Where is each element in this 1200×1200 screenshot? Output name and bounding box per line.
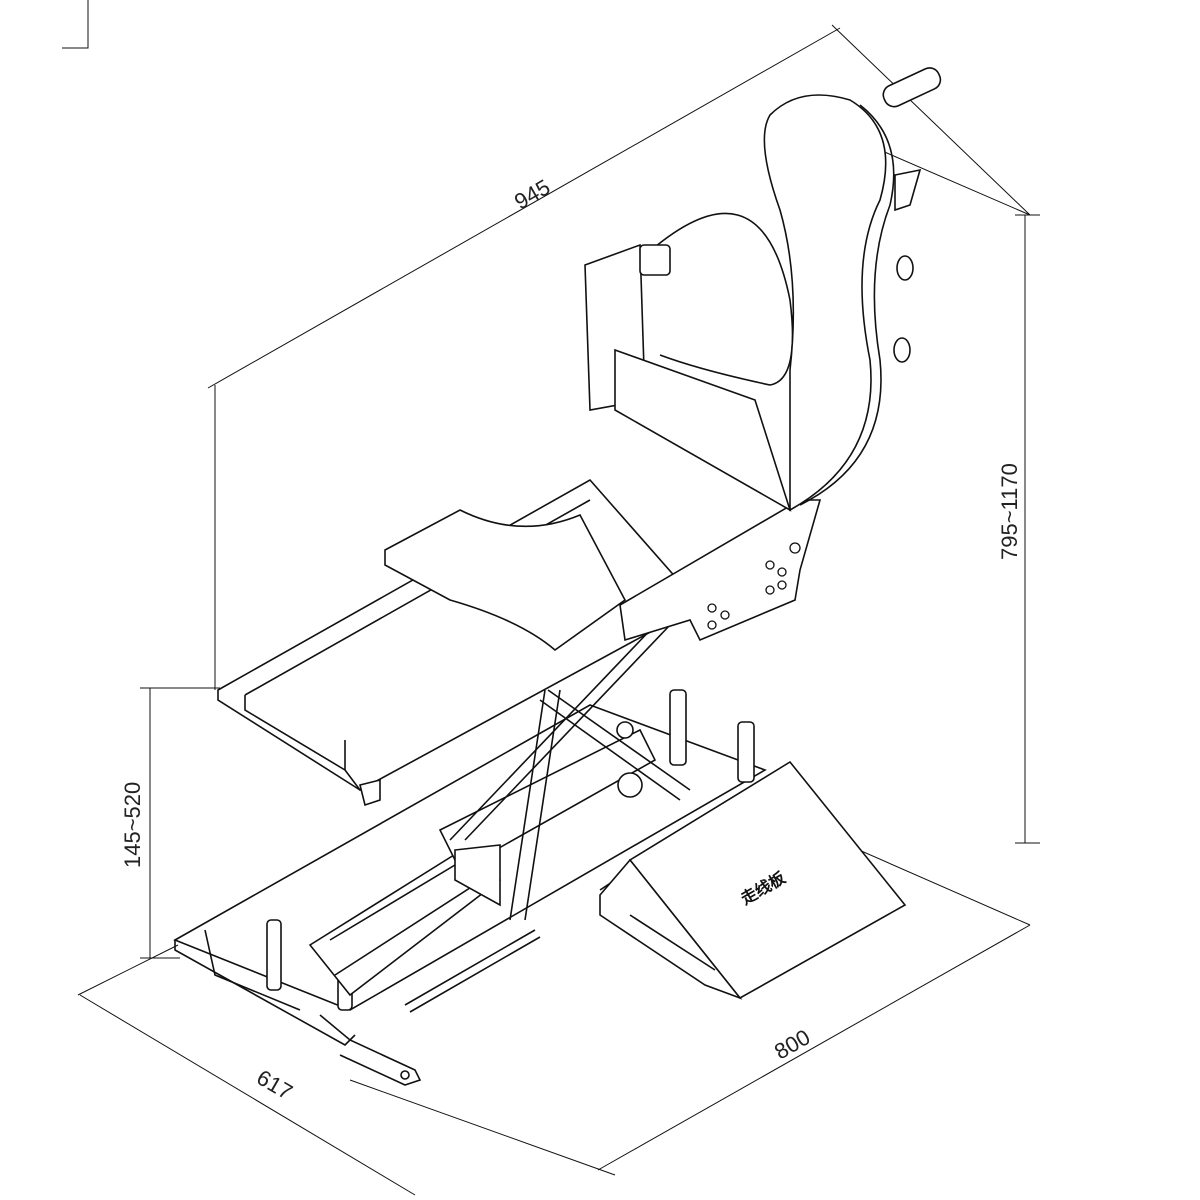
dimension-label-617: 617 <box>253 1065 297 1105</box>
wiring-ramp: 走线板 <box>599 760 907 1000</box>
dimension-label-145-520: 145~520 <box>120 782 145 868</box>
scissor-lift <box>449 624 691 921</box>
dimension-total-height: 795~1170 <box>879 149 1040 844</box>
dimension-label-945: 945 <box>510 174 554 214</box>
dimension-label-800: 800 <box>770 1024 814 1064</box>
seat-platform <box>217 478 702 807</box>
dimension-label-795-1170: 795~1170 <box>997 463 1022 560</box>
corner-mark <box>62 0 89 49</box>
seat-back <box>584 67 942 512</box>
dimension-seat-height: 145~520 <box>120 687 220 959</box>
